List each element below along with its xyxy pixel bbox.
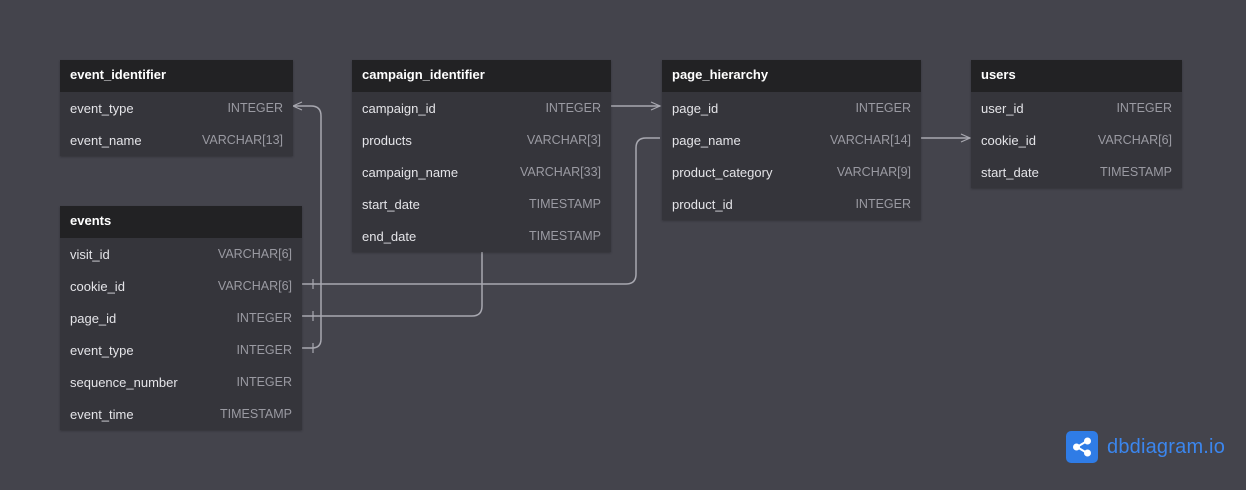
link-events-page-campaign[interactable] (302, 251, 483, 317)
table-row[interactable]: user_id INTEGER (971, 92, 1182, 124)
dbdiagram-brand[interactable]: dbdiagram.io (1066, 431, 1225, 463)
column-type: VARCHAR[13] (201, 133, 283, 147)
column-name: event_type (70, 100, 134, 116)
column-type: INTEGER (236, 375, 292, 389)
column-name: start_date (362, 196, 420, 212)
column-type: TIMESTAMP (529, 229, 601, 243)
table-row[interactable]: campaign_id INTEGER (352, 92, 611, 124)
column-type: INTEGER (855, 101, 911, 115)
table-row[interactable]: start_date TIMESTAMP (971, 156, 1182, 188)
table-users[interactable]: users user_id INTEGER cookie_id VARCHAR[… (971, 60, 1182, 188)
table-row[interactable]: visit_id VARCHAR[6] (60, 238, 302, 270)
table-row[interactable]: page_name VARCHAR[14] (662, 124, 921, 156)
table-row[interactable]: products VARCHAR[3] (352, 124, 611, 156)
column-name: cookie_id (981, 132, 1036, 148)
column-type: INTEGER (236, 311, 292, 325)
table-header[interactable]: page_hierarchy (662, 60, 921, 92)
column-name: campaign_id (362, 100, 436, 116)
column-type: VARCHAR[3] (526, 133, 601, 147)
column-name: user_id (981, 100, 1024, 116)
link-events-cookie-users[interactable] (302, 137, 660, 285)
column-name: start_date (981, 164, 1039, 180)
table-row[interactable]: product_category VARCHAR[9] (662, 156, 921, 188)
column-type: VARCHAR[9] (836, 165, 911, 179)
table-event-identifier[interactable]: event_identifier event_type INTEGER even… (60, 60, 293, 156)
table-row[interactable]: cookie_id VARCHAR[6] (60, 270, 302, 302)
column-name: product_category (672, 164, 773, 180)
many-marker (650, 101, 662, 111)
column-name: event_type (70, 342, 134, 358)
many-marker (291, 101, 303, 111)
column-name: page_id (672, 100, 719, 116)
column-name: cookie_id (70, 278, 125, 294)
column-type: TIMESTAMP (529, 197, 601, 211)
table-row[interactable]: end_date TIMESTAMP (352, 220, 611, 252)
table-row[interactable]: campaign_name VARCHAR[33] (352, 156, 611, 188)
column-type: VARCHAR[6] (217, 279, 292, 293)
column-name: page_name (672, 132, 741, 148)
column-name: products (362, 132, 412, 148)
table-row[interactable]: event_time TIMESTAMP (60, 398, 302, 430)
column-name: end_date (362, 228, 417, 244)
many-marker (960, 133, 972, 143)
table-row[interactable]: page_id INTEGER (60, 302, 302, 334)
column-type: TIMESTAMP (220, 407, 292, 421)
table-row[interactable]: sequence_number INTEGER (60, 366, 302, 398)
column-type: INTEGER (545, 101, 601, 115)
brand-name: dbdiagram.io (1107, 435, 1226, 458)
column-type: TIMESTAMP (1100, 165, 1172, 179)
column-type: VARCHAR[14] (829, 133, 911, 147)
column-type: INTEGER (227, 101, 283, 115)
table-header[interactable]: event_identifier (60, 60, 293, 92)
link-events-eventtype-identifier[interactable] (293, 105, 322, 349)
table-row[interactable]: cookie_id VARCHAR[6] (971, 124, 1182, 156)
column-name: event_time (70, 406, 134, 422)
share-graph-icon (1066, 431, 1098, 463)
table-page-hierarchy[interactable]: page_hierarchy page_id INTEGER page_name… (662, 60, 921, 220)
column-name: campaign_name (362, 164, 459, 180)
column-type: INTEGER (236, 343, 292, 357)
table-row[interactable]: event_name VARCHAR[13] (60, 124, 293, 156)
column-name: sequence_number (70, 374, 178, 390)
table-campaign-identifier[interactable]: campaign_identifier campaign_id INTEGER … (352, 60, 611, 252)
column-name: event_name (70, 132, 142, 148)
column-type: INTEGER (855, 197, 911, 211)
table-row[interactable]: product_id INTEGER (662, 188, 921, 220)
column-name: visit_id (70, 246, 110, 262)
table-header[interactable]: users (971, 60, 1182, 92)
table-row[interactable]: event_type INTEGER (60, 92, 293, 124)
table-events[interactable]: events visit_id VARCHAR[6] cookie_id VAR… (60, 206, 302, 430)
column-name: page_id (70, 310, 117, 326)
column-type: VARCHAR[33] (519, 165, 601, 179)
table-header[interactable]: events (60, 206, 302, 238)
table-row[interactable]: page_id INTEGER (662, 92, 921, 124)
table-row[interactable]: start_date TIMESTAMP (352, 188, 611, 220)
column-type: VARCHAR[6] (217, 247, 292, 261)
table-header[interactable]: campaign_identifier (352, 60, 611, 92)
table-row[interactable]: event_type INTEGER (60, 334, 302, 366)
column-name: product_id (672, 196, 733, 212)
column-type: INTEGER (1116, 101, 1172, 115)
column-type: VARCHAR[6] (1097, 133, 1172, 147)
